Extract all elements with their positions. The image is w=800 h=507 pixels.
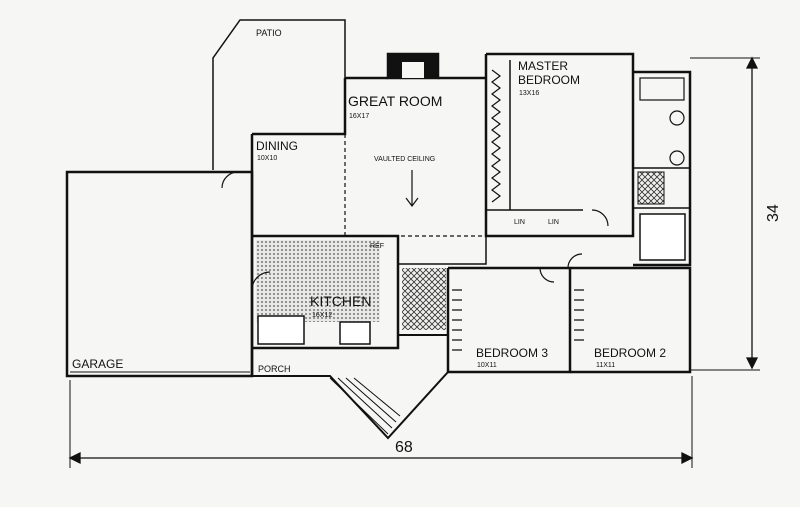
great-room-size: 16X17 bbox=[349, 113, 369, 120]
garage-label: GARAGE bbox=[72, 357, 123, 371]
walls bbox=[65, 19, 692, 440]
vaulted-ceiling-label: VAULTED CEILING bbox=[374, 156, 435, 163]
dining-size: 10X10 bbox=[257, 155, 277, 162]
porch-label: PORCH bbox=[258, 364, 291, 374]
ref-label: REF bbox=[370, 243, 384, 250]
bath-tub bbox=[639, 213, 686, 261]
porch-outline bbox=[251, 348, 449, 440]
bedroom-2-size: 11X11 bbox=[596, 362, 615, 369]
bath-shower bbox=[637, 171, 665, 205]
master-bedroom-size: 13X16 bbox=[519, 90, 539, 97]
master-bedroom-label-1: MASTER bbox=[518, 59, 568, 73]
kitchen-size: 16X12 bbox=[312, 312, 332, 319]
dining-label: DINING bbox=[256, 139, 298, 153]
linen-closet-2: LIN bbox=[548, 219, 559, 226]
kitchen-sink bbox=[339, 321, 371, 345]
width-dimension: 68 bbox=[395, 439, 413, 456]
master-bedroom-label-2: BEDROOM bbox=[518, 73, 580, 87]
dimension-lines bbox=[68, 56, 760, 468]
great-room-label: GREAT ROOM bbox=[348, 93, 442, 109]
kitchen-label: KITCHEN bbox=[310, 293, 371, 309]
depth-dimension: 34 bbox=[765, 204, 782, 222]
kitchen-floor-tile bbox=[256, 240, 380, 322]
bedroom-2-walls bbox=[570, 266, 692, 374]
master-bedroom-walls bbox=[484, 52, 635, 238]
entry-floor-tile bbox=[402, 268, 446, 330]
garage-walls bbox=[65, 170, 254, 378]
patio-outline bbox=[212, 19, 346, 170]
linen-closet-1: LIN bbox=[514, 219, 525, 226]
bedroom-3-size: 10X11 bbox=[477, 362, 497, 369]
bedroom-2-label: BEDROOM 2 bbox=[594, 346, 666, 360]
bedroom-3-label: BEDROOM 3 bbox=[476, 346, 548, 360]
patio-label: PATIO bbox=[256, 28, 282, 38]
kitchen-counter bbox=[257, 315, 305, 345]
